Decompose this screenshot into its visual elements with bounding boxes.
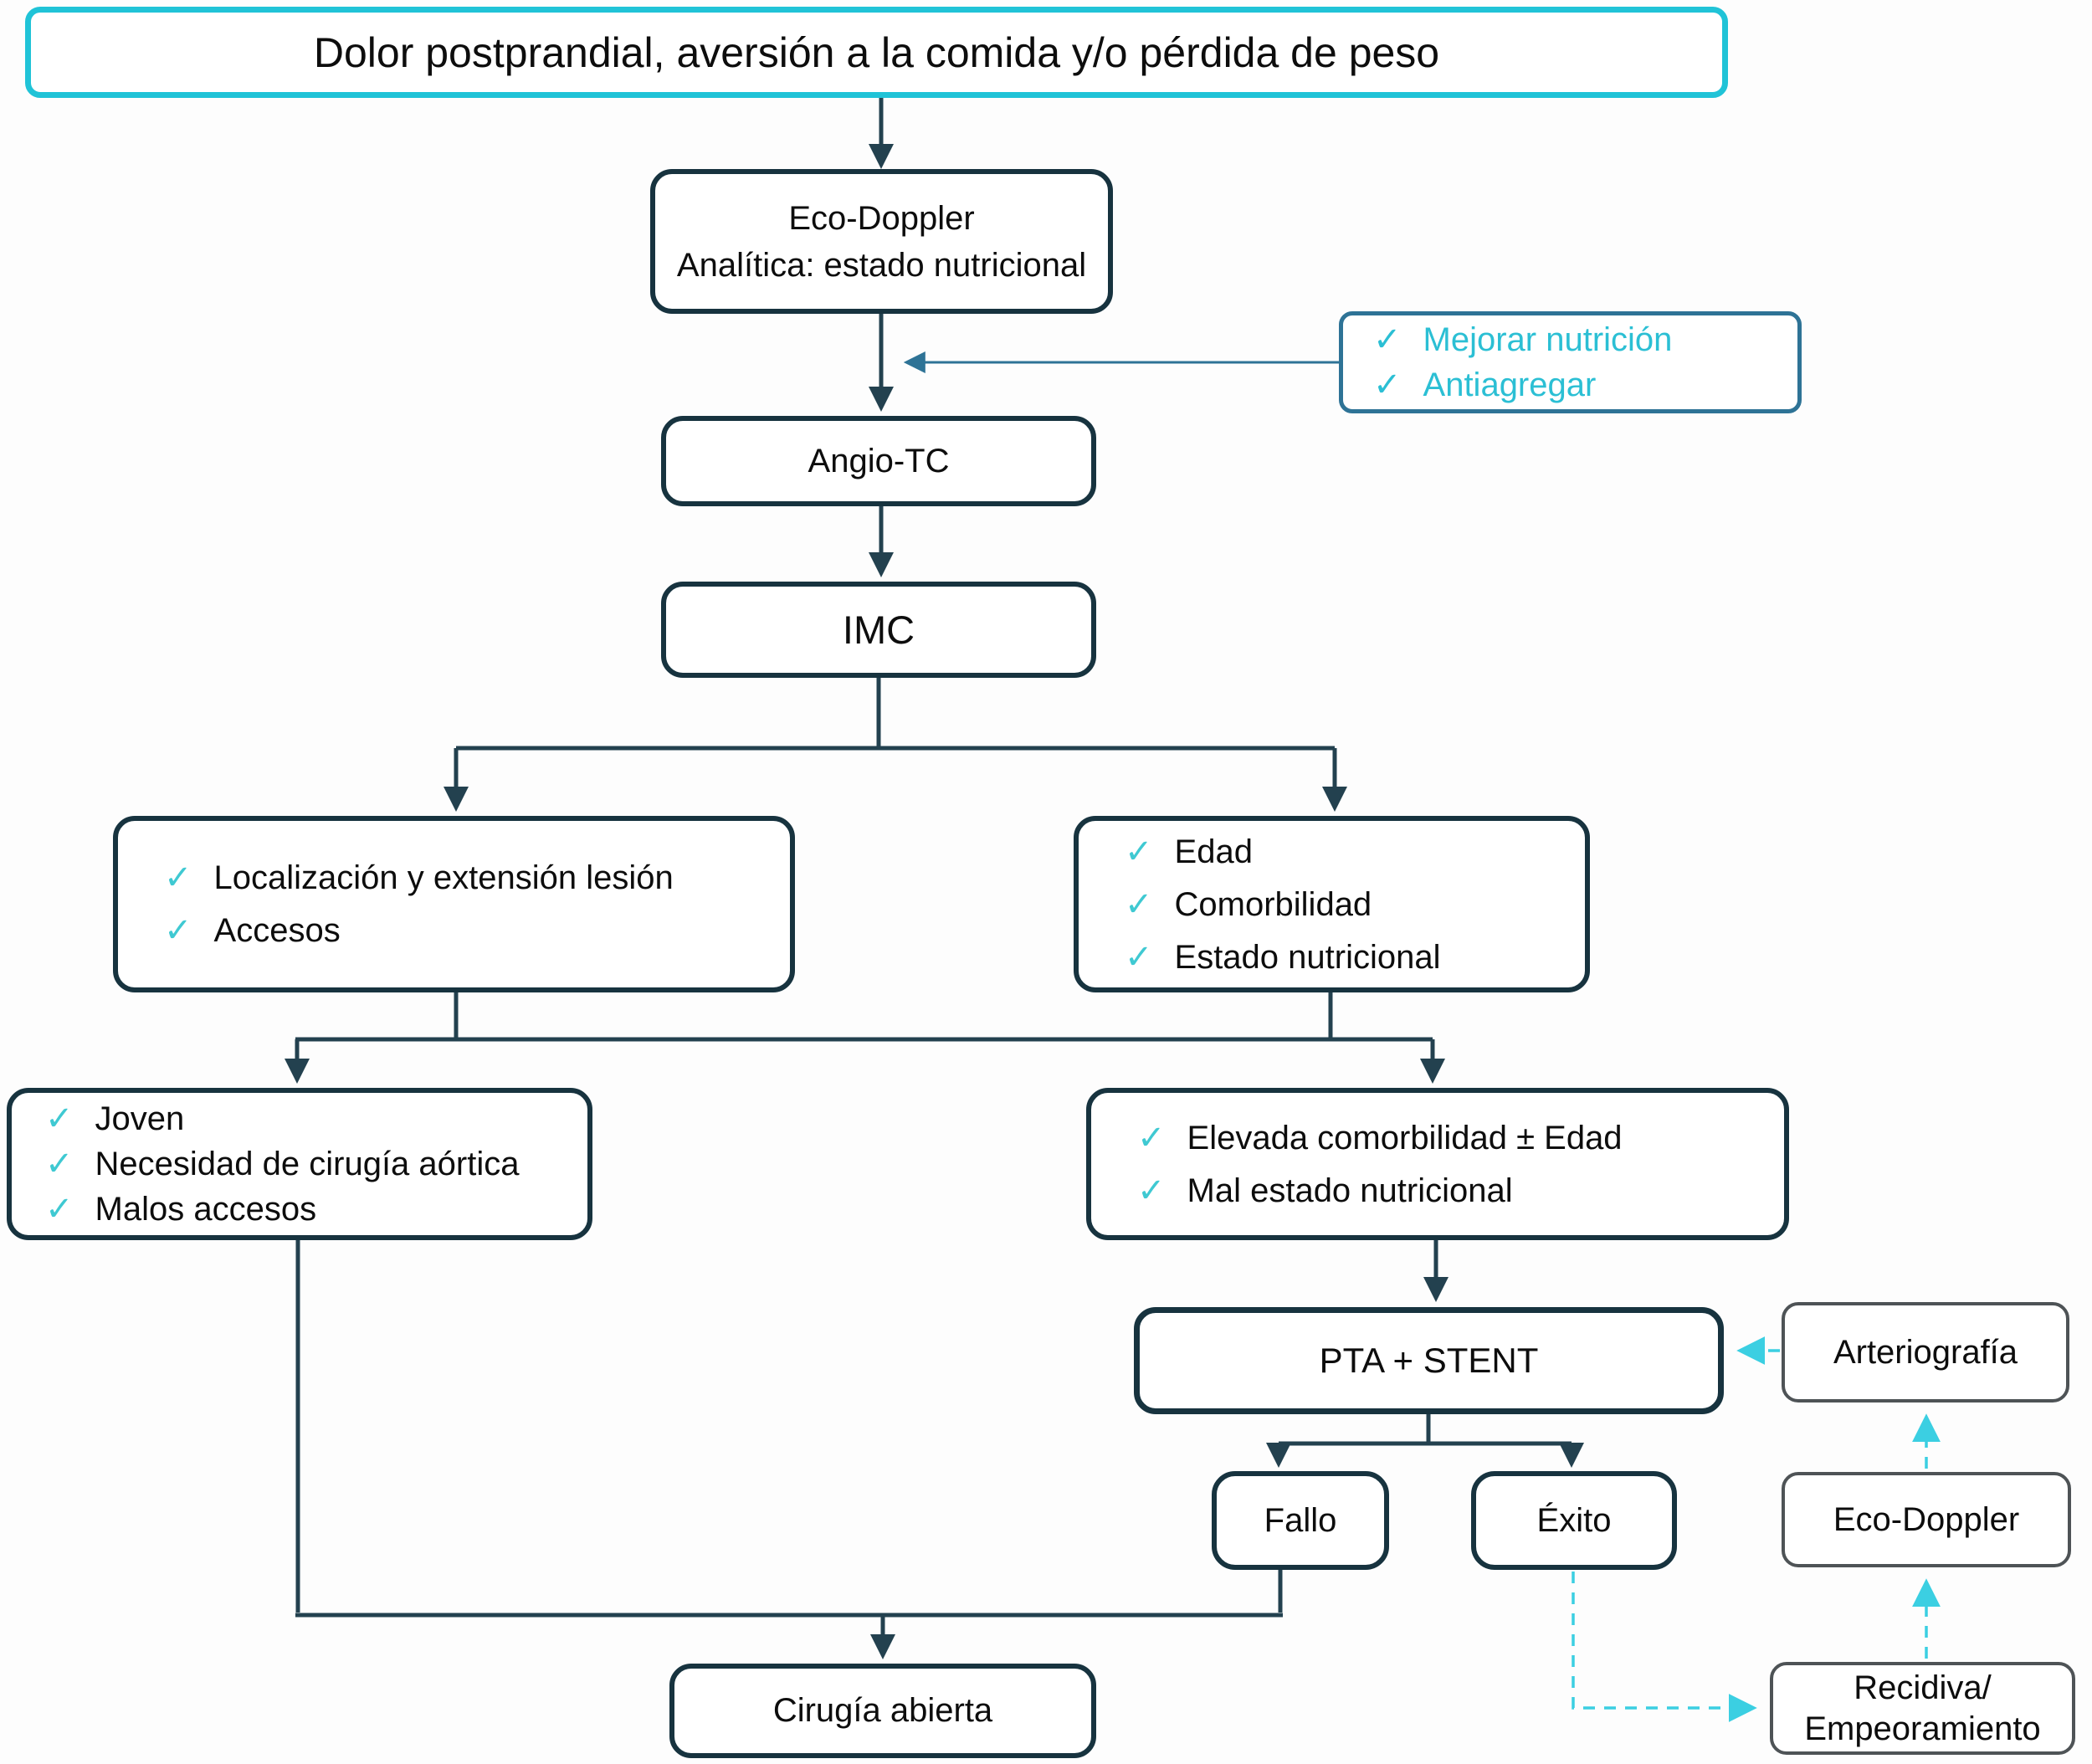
recidiva-line2: Empeoramiento [1804,1710,2041,1747]
check-item-label: Necesidad de cirugía aórtica [95,1146,520,1182]
check-item-label: Antiagregar [1423,367,1597,403]
check-item-label: Edad [1174,833,1253,870]
connector-pta-branch-trunk [1279,1414,1572,1446]
check-item: ✓ Comorbilidad [1125,885,1372,924]
node-recidiva-empeoramiento: Recidiva/ Empeoramiento [1770,1662,2075,1755]
node-arteriografia: Arteriografía [1782,1302,2069,1402]
pta-stent-text: PTA + STENT [1319,1341,1539,1380]
check-icon: ✓ [164,859,192,896]
check-icon: ✓ [1125,833,1153,870]
check-item: ✓ Malos accesos [45,1190,316,1228]
check-item: ✓ Antiagregar [1373,366,1596,404]
check-icon: ✓ [1373,367,1402,403]
check-item: ✓ Localización y extensión lesión [164,859,674,897]
check-item: ✓ Joven [45,1100,184,1138]
check-icon: ✓ [164,912,192,949]
check-item: ✓ Necesidad de cirugía aórtica [45,1145,519,1183]
eco-doppler-right-text: Eco-Doppler [1833,1500,2020,1538]
check-item: ✓ Mejorar nutrición [1373,320,1672,359]
exito-text: Éxito [1536,1501,1612,1539]
angio-tc-text: Angio-TC [808,442,950,479]
connector-joven-fallo-merge [295,1240,1283,1618]
title-text: Dolor postprandial, aversión a la comida… [313,28,1440,76]
eco-doppler-line1: Eco-Doppler [788,199,975,237]
connector-exito-to-recidiva [1572,1572,1757,1722]
check-icon: ✓ [1125,885,1153,923]
check-icon: ✓ [1137,1119,1166,1156]
arteriografia-text: Arteriografía [1833,1333,2018,1371]
check-item: ✓ Elevada comorbilidad ± Edad [1137,1119,1623,1157]
check-item-label: Elevada comorbilidad ± Edad [1187,1119,1623,1156]
check-icon: ✓ [1137,1172,1166,1209]
node-joven-cirugia-accesos: ✓ Joven ✓ Necesidad de cirugía aórtica ✓… [7,1088,592,1240]
check-icon: ✓ [1373,321,1402,358]
node-angio-tc: Angio-TC [661,416,1096,506]
node-exito: Éxito [1471,1471,1677,1570]
check-item: ✓ Accesos [164,911,341,950]
node-edad-comorbilidad: ✓ Edad ✓ Comorbilidad ✓ Estado nutricion… [1074,816,1590,992]
node-eco-doppler-right: Eco-Doppler [1782,1472,2071,1567]
node-fallo: Fallo [1212,1471,1389,1570]
node-cirugia-abierta: Cirugía abierta [669,1664,1096,1758]
check-item-label: Comorbilidad [1174,885,1372,923]
fallo-text: Fallo [1264,1501,1337,1539]
check-icon: ✓ [1125,938,1153,976]
recidiva-line1: Recidiva/ [1854,1669,1992,1706]
check-item-label: Localización y extensión lesión [213,859,674,896]
check-icon: ✓ [45,1191,74,1228]
node-elevada-comorbilidad: ✓ Elevada comorbilidad ± Edad ✓ Mal esta… [1086,1088,1789,1240]
check-item-label: Mejorar nutrición [1423,321,1673,358]
cirugia-abierta-text: Cirugía abierta [772,1692,993,1729]
node-mejorar-nutricion: ✓ Mejorar nutrición ✓ Antiagregar [1339,311,1802,413]
check-item-label: Mal estado nutricional [1187,1172,1513,1209]
node-localizacion-accesos: ✓ Localización y extensión lesión ✓ Acce… [113,816,795,992]
imc-text: IMC [842,608,915,652]
node-title: Dolor postprandial, aversión a la comida… [25,7,1728,98]
check-item: ✓ Edad [1125,833,1253,871]
check-icon: ✓ [45,1146,74,1182]
check-item-label: Estado nutricional [1174,938,1441,976]
check-item-label: Joven [95,1100,185,1137]
check-item: ✓ Mal estado nutricional [1137,1172,1513,1210]
connector-imc-branch-trunk [456,678,1335,751]
node-pta-stent: PTA + STENT [1134,1307,1724,1414]
node-imc: IMC [661,582,1096,678]
connector-row2-trunk [295,992,1433,1042]
check-item: ✓ Estado nutricional [1125,938,1440,977]
eco-doppler-line2: Analítica: estado nutricional [676,246,1087,284]
check-item-label: Accesos [213,912,341,949]
check-item-label: Malos accesos [95,1191,317,1228]
node-eco-doppler-top: Eco-Doppler Analítica: estado nutriciona… [650,169,1113,314]
check-icon: ✓ [45,1100,74,1137]
